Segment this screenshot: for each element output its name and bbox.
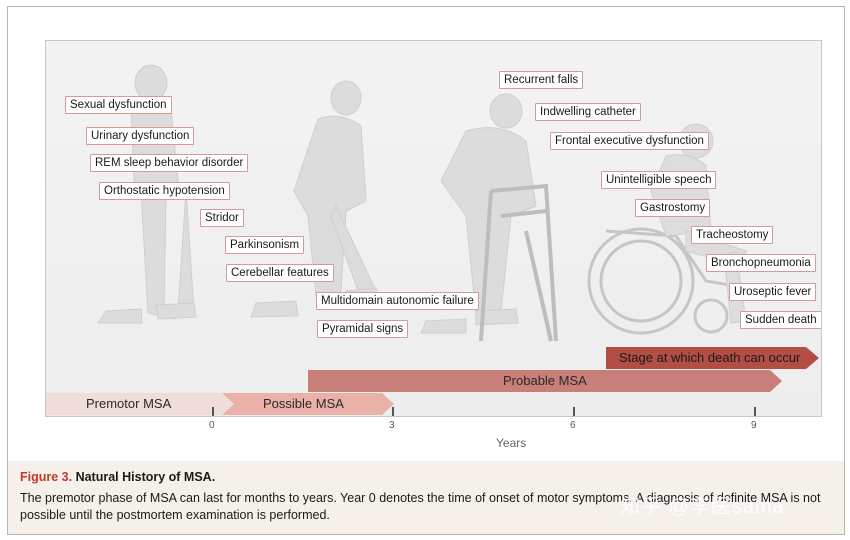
label-frontal-executive-dysfunction: Frontal executive dysfunction: [550, 132, 709, 150]
caption-text: The premotor phase of MSA can last for m…: [20, 491, 821, 522]
label-recurrent-falls: Recurrent falls: [499, 71, 584, 89]
label-rem-sleep-behavior-disorder: REM sleep behavior disorder: [90, 154, 249, 172]
axis-title: Years: [496, 436, 527, 450]
band-probable-label: Probable MSA: [503, 373, 587, 388]
band-death-shape: [606, 347, 819, 369]
label-orthostatic-hypotension: Orthostatic hypotension: [99, 182, 230, 200]
band-premotor-label: Premotor MSA: [86, 396, 172, 411]
figure-frame: Sexual dysfunction Urinary dysfunction R…: [7, 6, 845, 462]
label-gastrostomy: Gastrostomy: [635, 199, 711, 217]
caption-box: Figure 3. Natural History of MSA. The pr…: [7, 461, 845, 535]
band-probable-shape: [308, 370, 782, 392]
label-parkinsonism: Parkinsonism: [225, 236, 305, 254]
stage-bands: [46, 347, 819, 415]
watermark: 知乎 @李医sama: [620, 496, 785, 518]
label-indwelling-catheter: Indwelling catheter: [535, 103, 641, 121]
patient-figures-illustration: [97, 64, 747, 342]
caption-title: Figure 3. Natural History of MSA.: [20, 470, 215, 484]
band-possible-label: Possible MSA: [263, 396, 344, 411]
label-pyramidal-signs: Pyramidal signs: [317, 320, 409, 338]
band-death-label: Stage at which death can occur: [619, 350, 801, 365]
label-multidomain-autonomic-failure: Multidomain autonomic failure: [316, 292, 479, 310]
figure-title: Natural History of MSA.: [75, 470, 216, 484]
band-possible-shape: [222, 393, 394, 415]
band-premotor-shape: [46, 393, 234, 415]
figure-number: Figure 3.: [20, 470, 73, 484]
tick-3: 3: [389, 420, 395, 431]
tick-6: 6: [570, 420, 576, 431]
label-stridor: Stridor: [200, 209, 244, 227]
label-sexual-dysfunction: Sexual dysfunction: [65, 96, 172, 114]
label-sudden-death: Sudden death: [740, 311, 821, 329]
label-uroseptic-fever: Uroseptic fever: [729, 283, 817, 301]
label-unintelligible-speech: Unintelligible speech: [601, 171, 717, 189]
label-cerebellar-features: Cerebellar features: [226, 264, 334, 282]
timeline-axis: [212, 407, 756, 416]
label-urinary-dysfunction: Urinary dysfunction: [86, 127, 195, 145]
tick-0: 0: [209, 420, 215, 431]
illustration-panel: Sexual dysfunction Urinary dysfunction R…: [45, 40, 822, 417]
label-tracheostomy: Tracheostomy: [691, 226, 774, 244]
tick-9: 9: [751, 420, 757, 431]
label-bronchopneumonia: Bronchopneumonia: [706, 254, 816, 272]
